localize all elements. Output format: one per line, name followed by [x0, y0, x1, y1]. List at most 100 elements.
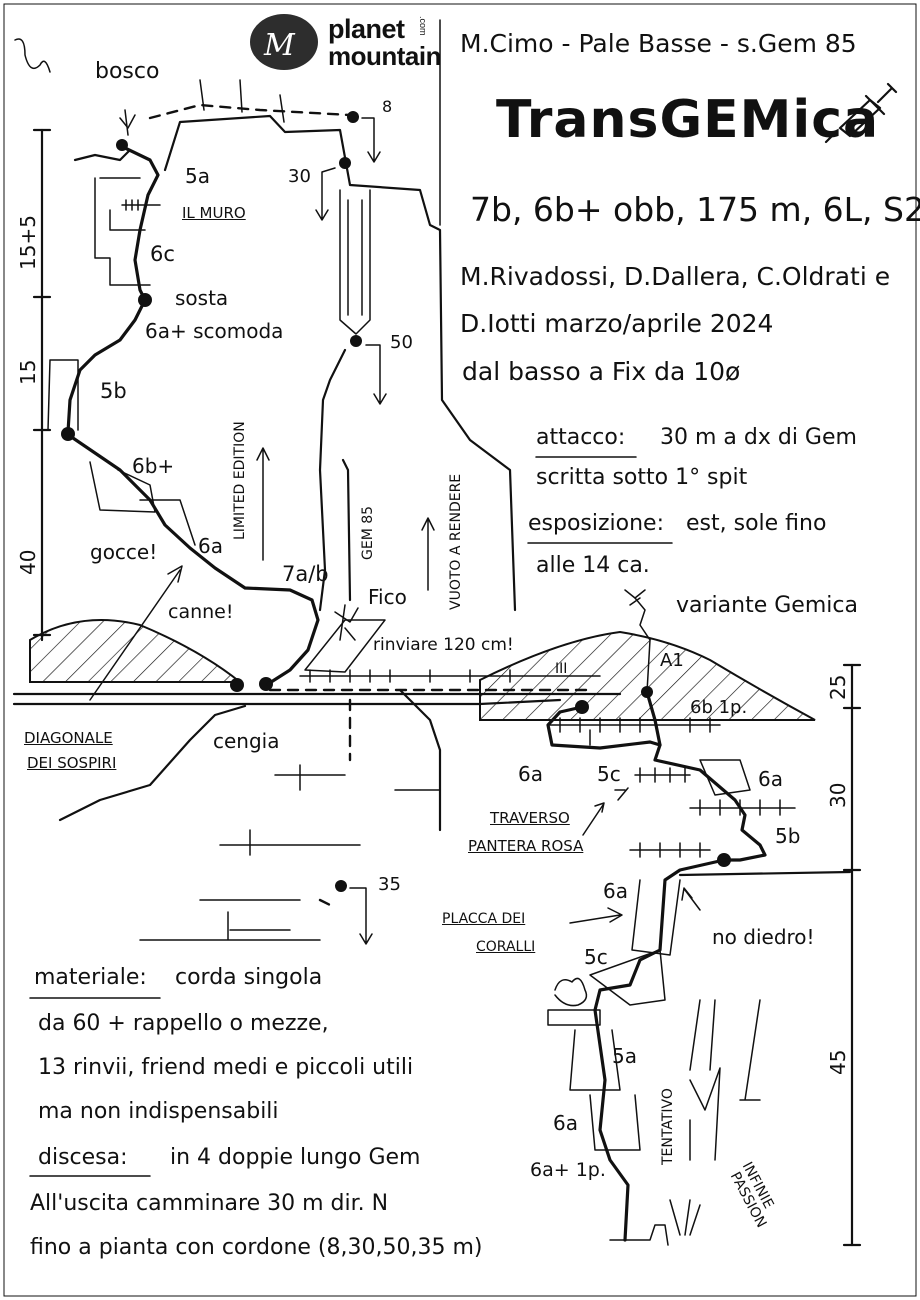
sosta-label: sosta — [175, 286, 229, 310]
esposizione-label: esposizione: — [528, 511, 665, 536]
lower-ledges — [274, 764, 441, 791]
start-marker — [609, 1224, 669, 1246]
route-traverso — [546, 705, 767, 862]
tentativo-label: TENTATIVO — [660, 1088, 676, 1165]
planetmountain-logo: M planet mountain .com — [250, 12, 442, 72]
placca-label-1: PLACCA DEI — [442, 911, 526, 927]
lower-left-outline — [58, 704, 247, 822]
materiale-line-1: corda singola — [175, 965, 323, 990]
grade-6a-low: 6a — [553, 1111, 578, 1135]
materiale-line-2: da 60 + rappello o mezze, — [38, 1011, 329, 1036]
belay-sosta — [138, 293, 152, 307]
bosco-label: bosco — [95, 59, 160, 84]
traverso-bolts — [629, 842, 711, 858]
grade-7ab: 7a/b — [282, 562, 329, 586]
ground-line-bottom — [12, 698, 562, 706]
diagonale-label-1: DIAGONALE — [24, 729, 113, 747]
heading-underlines — [29, 456, 673, 1177]
cengia-label: cengia — [213, 729, 280, 753]
il-muro-blocks — [94, 177, 151, 286]
rap-30-label: 30 — [288, 166, 311, 187]
authors-line1: M.Rivadossi, D.Dallera, C.Oldrati e — [460, 262, 891, 291]
gem85-lower — [341, 458, 352, 602]
start-grass — [669, 1199, 701, 1236]
route-a1 — [645, 690, 662, 747]
syringe-icon — [824, 82, 898, 144]
no-diedro-label: no diedro! — [712, 925, 815, 949]
lower-mid-outline — [398, 688, 442, 832]
bolting-style: dal basso a Fix da 10ø — [462, 357, 741, 386]
grade-5c-traverso: 5c — [597, 762, 621, 786]
rap-8 — [347, 111, 359, 123]
5c-bolts — [634, 767, 691, 783]
logo-line1: planet — [328, 14, 405, 44]
sosta-ledge-low — [547, 1009, 601, 1026]
gem85-dihedral — [339, 189, 371, 335]
discesa-label: discesa: — [38, 1145, 128, 1170]
variante-tree — [624, 589, 646, 606]
vuoto-arrow — [421, 517, 435, 591]
length-left-low: 40 — [16, 549, 40, 575]
grade-5c-placca: 5c — [584, 945, 608, 969]
rap-50-label: 50 — [390, 332, 413, 353]
a1-label: A1 — [660, 650, 684, 671]
il-muro-label: IL MURO — [182, 204, 246, 222]
belay-top — [116, 139, 128, 151]
rap-35-dash — [318, 898, 332, 907]
rap-35-label: 35 — [378, 874, 401, 895]
rap-50-arrow — [365, 344, 387, 405]
5b-block — [47, 359, 79, 431]
rap-8-label: 8 — [382, 97, 393, 116]
length-left-mid: 15 — [16, 359, 40, 385]
rap-50 — [350, 335, 362, 347]
length-right-45: 45 — [826, 1049, 850, 1075]
5b-bolts — [689, 799, 796, 816]
left-hill — [29, 619, 243, 683]
vuoto-label: VUOTO A RENDERE — [448, 473, 464, 610]
logo-suffix: .com — [418, 16, 428, 36]
belay-cengia-2 — [259, 677, 273, 691]
route-title: TransGEMica — [496, 90, 880, 150]
gocce-label: gocce! — [90, 540, 158, 564]
frame — [3, 3, 917, 1297]
grade-6bplus: 6b+ — [132, 454, 175, 478]
gem85-line — [318, 348, 347, 612]
fico-tree-icon — [304, 604, 386, 673]
rap-30 — [339, 157, 351, 169]
discesa-line-1: in 4 doppie lungo Gem — [170, 1145, 421, 1170]
iii-label: III — [555, 661, 568, 677]
grade-5a-top: 5a — [185, 164, 210, 188]
discesa-line-3: fino a pianta con cordone (8,30,50,35 m) — [30, 1235, 483, 1260]
right-ledge — [678, 870, 852, 877]
grade-6a-traverso: 6a — [518, 762, 543, 786]
logo-mark: M — [250, 14, 318, 70]
no-diedro-arrow — [681, 887, 701, 911]
bosco-tree-icon — [14, 38, 285, 136]
top-ledge — [73, 148, 132, 162]
esposizione-text1: est, sole fino — [686, 511, 827, 536]
fico-label: Fico — [368, 585, 407, 609]
attacco-text1: 30 m a dx di Gem — [660, 425, 857, 450]
rap-35-arrow — [349, 887, 373, 945]
discesa-line-2: All'uscita camminare 30 m dir. N — [30, 1191, 389, 1216]
grade-6a-left: 6a — [198, 534, 223, 558]
materiale-label: materiale: — [34, 965, 147, 990]
grade-6a-right: 6a — [758, 767, 783, 791]
lower-blocks — [569, 1029, 641, 1151]
canne-label: canne! — [168, 601, 234, 623]
grade-6c: 6c — [150, 242, 175, 266]
route-lower-right — [593, 858, 726, 1242]
traverso-label-1: TRAVERSO — [490, 809, 570, 827]
rap-8-arrow — [361, 117, 381, 163]
rap-35 — [335, 880, 347, 892]
traverso-label-2: PANTERA ROSA — [468, 837, 584, 855]
materiale-line-4: ma non indispensabili — [38, 1099, 279, 1124]
limited-edition-label: LIMITED EDITION — [232, 421, 248, 540]
gem85-label: GEM 85 — [360, 505, 376, 560]
lower-slabs — [139, 829, 361, 941]
materiale-line-3: 13 rinvii, friend medi e piccoli utili — [38, 1055, 414, 1080]
upper-cliff-outline — [163, 114, 517, 612]
limited-edition-arrow — [256, 447, 270, 561]
length-left-top: 15+5 — [16, 215, 40, 270]
grade-5a-low: 5a — [612, 1044, 637, 1068]
